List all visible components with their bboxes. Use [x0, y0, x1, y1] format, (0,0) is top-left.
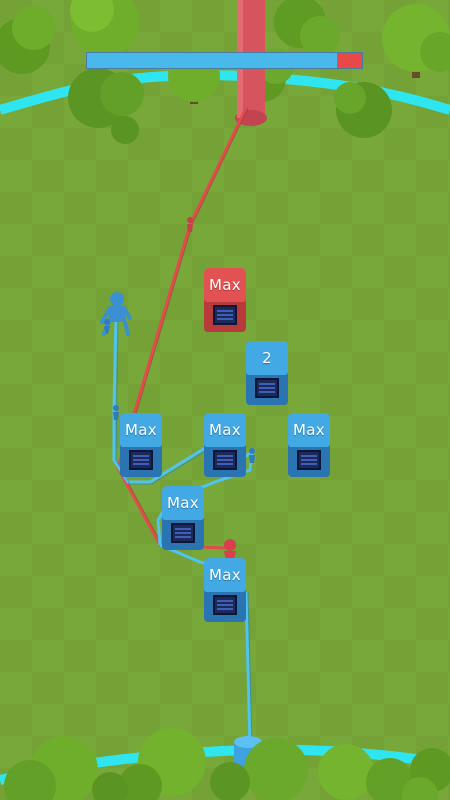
tree-icon: [118, 728, 206, 800]
tower-base: [204, 298, 246, 332]
tower-base: [204, 443, 246, 477]
tower-player-max[interactable]: Max: [204, 413, 246, 477]
tower-window-icon: [297, 450, 321, 470]
tower-player-level-2[interactable]: 2: [246, 341, 288, 405]
tower-base: [288, 443, 330, 477]
tower-level-label: Max: [204, 413, 246, 447]
enemy-path-outline: [119, 107, 249, 546]
tower-player-max[interactable]: Max: [120, 413, 162, 477]
tower-enemy-max[interactable]: Max: [204, 268, 246, 332]
tree-icon: [92, 772, 128, 800]
tower-level-label: 2: [246, 341, 288, 375]
tree-icon: [318, 744, 414, 800]
tower-window-icon: [213, 450, 237, 470]
tower-level-label: Max: [162, 486, 204, 520]
tower-level-label: Max: [288, 413, 330, 447]
tree-icon: [382, 4, 450, 78]
tower-window-icon: [129, 450, 153, 470]
tree-icon: [0, 6, 56, 74]
tree-icon: [4, 736, 98, 800]
tree-icon: [334, 82, 392, 138]
stickman-red-icon[interactable]: [224, 539, 236, 560]
tree-icon: [70, 0, 139, 56]
stickman-blue-icon[interactable]: [249, 448, 255, 463]
tower-level-label: Max: [204, 558, 246, 592]
tower-player-max[interactable]: Max: [204, 558, 246, 622]
tower-window-icon: [171, 523, 195, 543]
tower-player-max[interactable]: Max: [288, 413, 330, 477]
tree-icon: [111, 116, 139, 144]
tree-icon: [68, 68, 144, 128]
tower-base: [162, 516, 204, 550]
tower-base: [246, 371, 288, 405]
tower-level-label: Max: [204, 268, 246, 302]
tree-icon: [274, 0, 340, 56]
tree-icon: [402, 748, 450, 800]
stickman-blue-icon[interactable]: [104, 319, 110, 334]
tower-player-max[interactable]: Max: [162, 486, 204, 550]
tower-base: [120, 443, 162, 477]
tower-base: [204, 588, 246, 622]
tower-window-icon: [213, 595, 237, 615]
tower-level-label: Max: [120, 413, 162, 447]
territory-progress-fill: [87, 53, 338, 68]
tree-icon: [210, 738, 308, 800]
tower-window-icon: [213, 305, 237, 325]
territory-progress-bar: [86, 52, 363, 69]
tower-window-icon: [255, 378, 279, 398]
stickman-red-icon[interactable]: [187, 217, 193, 232]
stickman-blue-icon[interactable]: [113, 405, 119, 420]
